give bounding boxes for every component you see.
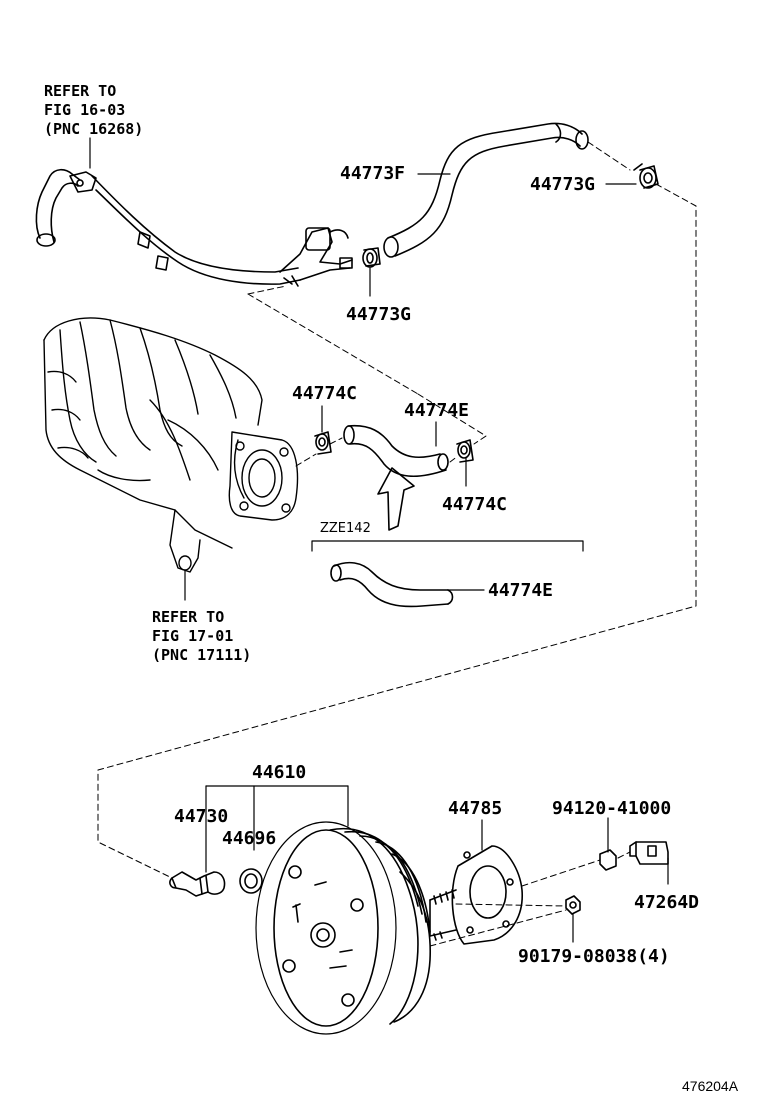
refer-line-2: FIG 16-03 [44, 100, 126, 119]
label-47264D[interactable]: 47264D [634, 892, 700, 913]
dashed-connections [97, 141, 697, 947]
label-44774C-left[interactable]: 44774C [292, 383, 358, 404]
leader-lines [89, 137, 669, 943]
check-valve-44730 [169, 871, 226, 897]
hose-44773F [383, 122, 589, 258]
clevis-47264D [629, 841, 669, 865]
label-94120-41000[interactable]: 94120-41000 [552, 798, 672, 819]
nut-90179 [565, 895, 581, 915]
refer-line-2: FIG 17-01 [152, 626, 234, 645]
label-44610[interactable]: 44610 [252, 762, 307, 783]
label-44785[interactable]: 44785 [448, 798, 503, 819]
label-44774E-bottom[interactable]: 44774E [488, 580, 554, 601]
label-44730[interactable]: 44730 [174, 806, 229, 827]
label-44773G-top[interactable]: 44773G [530, 174, 596, 195]
refer-block-top: REFER TO FIG 16-03 (PNC 16268) [44, 82, 143, 138]
brake-booster-44610 [255, 821, 457, 1035]
hose-44774E-upper [343, 424, 449, 478]
label-44773F[interactable]: 44773F [340, 163, 406, 184]
label-44774E-top[interactable]: 44774E [404, 400, 470, 421]
refer-line-3: (PNC 16268) [44, 119, 144, 138]
label-44774C-right[interactable]: 44774C [442, 494, 508, 515]
intake-manifold [43, 317, 299, 573]
clip-44774C-left [314, 431, 332, 455]
gasket-44785 [451, 845, 523, 945]
clip-44774C-right [456, 439, 474, 463]
label-44696[interactable]: 44696 [222, 828, 277, 849]
grommet-44696 [239, 868, 263, 894]
variant-arrow [377, 467, 415, 531]
refer-line-1: REFER TO [44, 82, 117, 100]
refer-block-mid: REFER TO FIG 17-01 (PNC 17111) [152, 608, 251, 664]
refer-line-3: (PNC 17111) [152, 645, 252, 664]
hose-44774E-lower [330, 561, 454, 608]
label-44773G-mid[interactable]: 44773G [346, 304, 412, 325]
variant-label: ZZE142 [320, 521, 371, 536]
variant-bracket [311, 540, 584, 552]
clip-44773G-upper [633, 163, 659, 189]
figure-id: 476204A [682, 1078, 739, 1094]
label-90179-08038[interactable]: 90179-08038(4) [518, 946, 670, 967]
clip-44773G-lower [362, 247, 381, 268]
nut-94120 [599, 849, 617, 871]
vacuum-pipe-assembly [35, 168, 353, 287]
refer-line-1: REFER TO [152, 608, 225, 626]
